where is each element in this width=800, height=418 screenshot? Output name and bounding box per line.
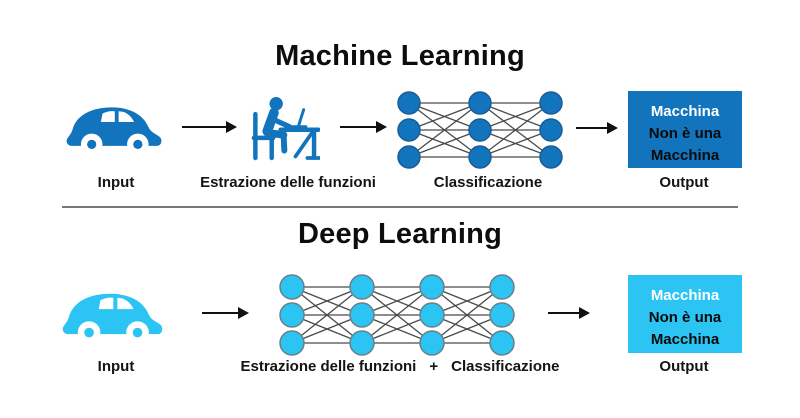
plus-sign: +	[429, 358, 439, 375]
arrow-icon	[548, 307, 590, 319]
ml-input-label: Input	[97, 174, 135, 191]
ml-extraction-label: Estrazione delle funzioni	[200, 174, 376, 191]
output-class-alt-2: Macchina	[650, 147, 720, 164]
dl-extraction-label: Estrazione delle funzioni	[240, 358, 417, 375]
ml-classification-label: Classificazione	[433, 174, 543, 191]
output-class-alt-1: Non è una	[648, 125, 722, 142]
output-class-alt-2: Macchina	[650, 331, 720, 348]
dl-classification-label: Classificazione	[451, 358, 560, 375]
deep-neural-network	[279, 274, 515, 356]
arrow-icon	[340, 121, 387, 133]
dl-output-box: Macchina Non è una Macchina	[628, 275, 742, 353]
person-at-desk-icon	[251, 97, 320, 161]
ml-section-title: Machine Learning	[275, 40, 525, 72]
car-icon	[66, 107, 162, 156]
output-class-alt-1: Non è una	[648, 309, 722, 326]
dl-section-title: Deep Learning	[297, 218, 503, 250]
car-icon	[62, 293, 163, 344]
output-class-selected: Macchina	[650, 287, 720, 304]
arrow-icon	[576, 122, 618, 134]
dl-input-label: Input	[97, 358, 135, 375]
neural-network-classification	[397, 91, 563, 169]
ml-output-label: Output	[659, 174, 709, 191]
section-divider	[62, 206, 738, 208]
ml-output-box: Macchina Non è una Macchina	[628, 91, 742, 168]
arrow-icon	[182, 121, 237, 133]
arrow-icon	[202, 307, 249, 319]
dl-output-label: Output	[659, 358, 709, 375]
output-class-selected: Macchina	[650, 103, 720, 120]
dl-network-label: Estrazione delle funzioni + Classificazi…	[180, 358, 620, 376]
